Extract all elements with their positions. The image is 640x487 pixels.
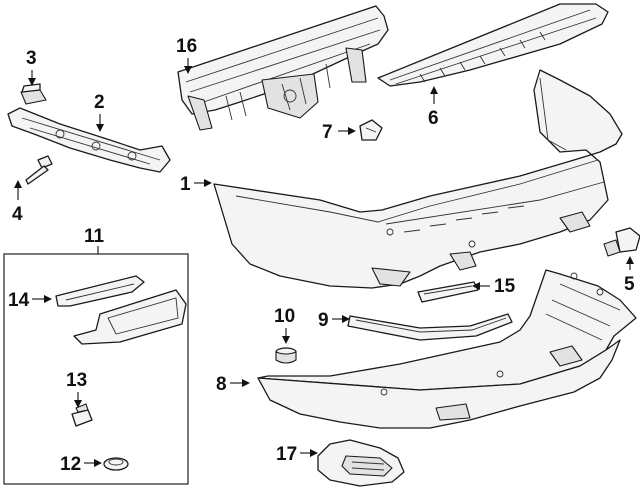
part-17-tailpipe-bezel	[317, 439, 405, 487]
callout-2: 2	[94, 92, 105, 132]
callout-13-label: 13	[66, 370, 87, 391]
callout-7-label: 7	[322, 122, 333, 143]
callout-6: 6	[428, 86, 439, 129]
callout-10: 10	[274, 306, 295, 344]
callout-11: 11	[84, 226, 105, 247]
part-13-clip	[71, 403, 93, 427]
part-11-plate-pocket	[73, 289, 187, 345]
part-16-impact-bar	[177, 5, 389, 131]
part-5-bracket	[603, 227, 640, 257]
part-9-molding	[347, 313, 513, 341]
callout-5-label: 5	[624, 274, 635, 295]
callout-4-label: 4	[12, 204, 23, 225]
callout-4: 4	[12, 180, 23, 225]
callout-2-label: 2	[94, 92, 105, 113]
callout-8: 8	[216, 374, 250, 395]
part-10-plug	[275, 347, 297, 364]
part-3-clip	[20, 83, 47, 105]
callout-16: 16	[176, 36, 197, 74]
callout-9-label: 9	[318, 310, 329, 331]
callout-9: 9	[318, 310, 350, 331]
callout-15: 15	[472, 276, 516, 297]
callout-16-label: 16	[176, 36, 197, 57]
callout-1-label: 1	[180, 174, 191, 195]
callout-17-label: 17	[276, 444, 297, 465]
part-2-bracket	[7, 107, 171, 173]
callout-3: 3	[26, 48, 37, 86]
part-12-cap	[103, 457, 129, 471]
callout-6-label: 6	[428, 108, 439, 129]
part-14-trim	[55, 275, 145, 307]
callout-17: 17	[276, 444, 318, 465]
callout-12-label: 12	[60, 454, 81, 475]
callout-3-label: 3	[26, 48, 37, 69]
part-7-bracket	[359, 119, 383, 141]
callout-14-label: 14	[8, 290, 30, 311]
part-6-step-pad	[377, 3, 609, 87]
part-8-lower-cover	[257, 269, 637, 429]
callout-12: 12	[60, 454, 102, 475]
group-11-frame	[3, 246, 189, 485]
callout-5: 5	[624, 256, 635, 295]
part-1-bumper-cover	[213, 69, 623, 289]
callout-8-label: 8	[216, 374, 227, 395]
callout-15-label: 15	[494, 276, 516, 297]
callout-10-label: 10	[274, 306, 295, 327]
callout-14: 14	[8, 290, 52, 311]
callout-1: 1	[180, 174, 212, 195]
part-4-bolt	[25, 155, 53, 185]
callout-13: 13	[66, 370, 87, 408]
part-15-reflector	[417, 281, 479, 303]
callout-11-label: 11	[84, 226, 105, 247]
callout-7: 7	[322, 122, 356, 143]
